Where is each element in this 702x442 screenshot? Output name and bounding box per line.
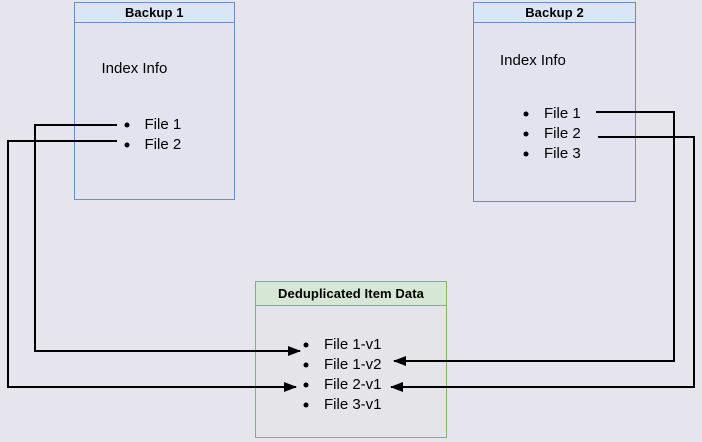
list-item: File 2: [526, 124, 581, 144]
backup2-subtitle: Index Info: [500, 52, 566, 69]
dedup-box: Deduplicated Item Data File 1-v1 File 1-…: [255, 281, 447, 438]
backup1-subtitle: Index Info: [101, 60, 168, 77]
list-item: File 1: [526, 104, 581, 124]
backup2-file-list: File 1 File 2 File 3: [526, 104, 581, 164]
backup1-title: Backup 1: [74, 3, 234, 23]
list-item: File 1-v1: [306, 335, 382, 355]
backup1-file-list: File 1 File 2: [127, 115, 182, 155]
list-item: File 1-v2: [306, 355, 382, 375]
list-item: File 2: [127, 135, 182, 155]
dedup-title: Deduplicated Item Data: [256, 282, 446, 306]
backup1-box: Backup 1 Index Info File 1 File 2: [73, 2, 235, 200]
list-item: File 1: [127, 115, 182, 135]
list-item: File 3-v1: [306, 395, 382, 415]
list-item: File 2-v1: [306, 375, 382, 395]
dedup-item-list: File 1-v1 File 1-v2 File 2-v1 File 3-v1: [306, 335, 382, 415]
backup2-box: Backup 2 Index Info File 1 File 2 File 3: [473, 2, 636, 202]
backup2-title: Backup 2: [474, 3, 635, 23]
list-item: File 3: [526, 144, 581, 164]
